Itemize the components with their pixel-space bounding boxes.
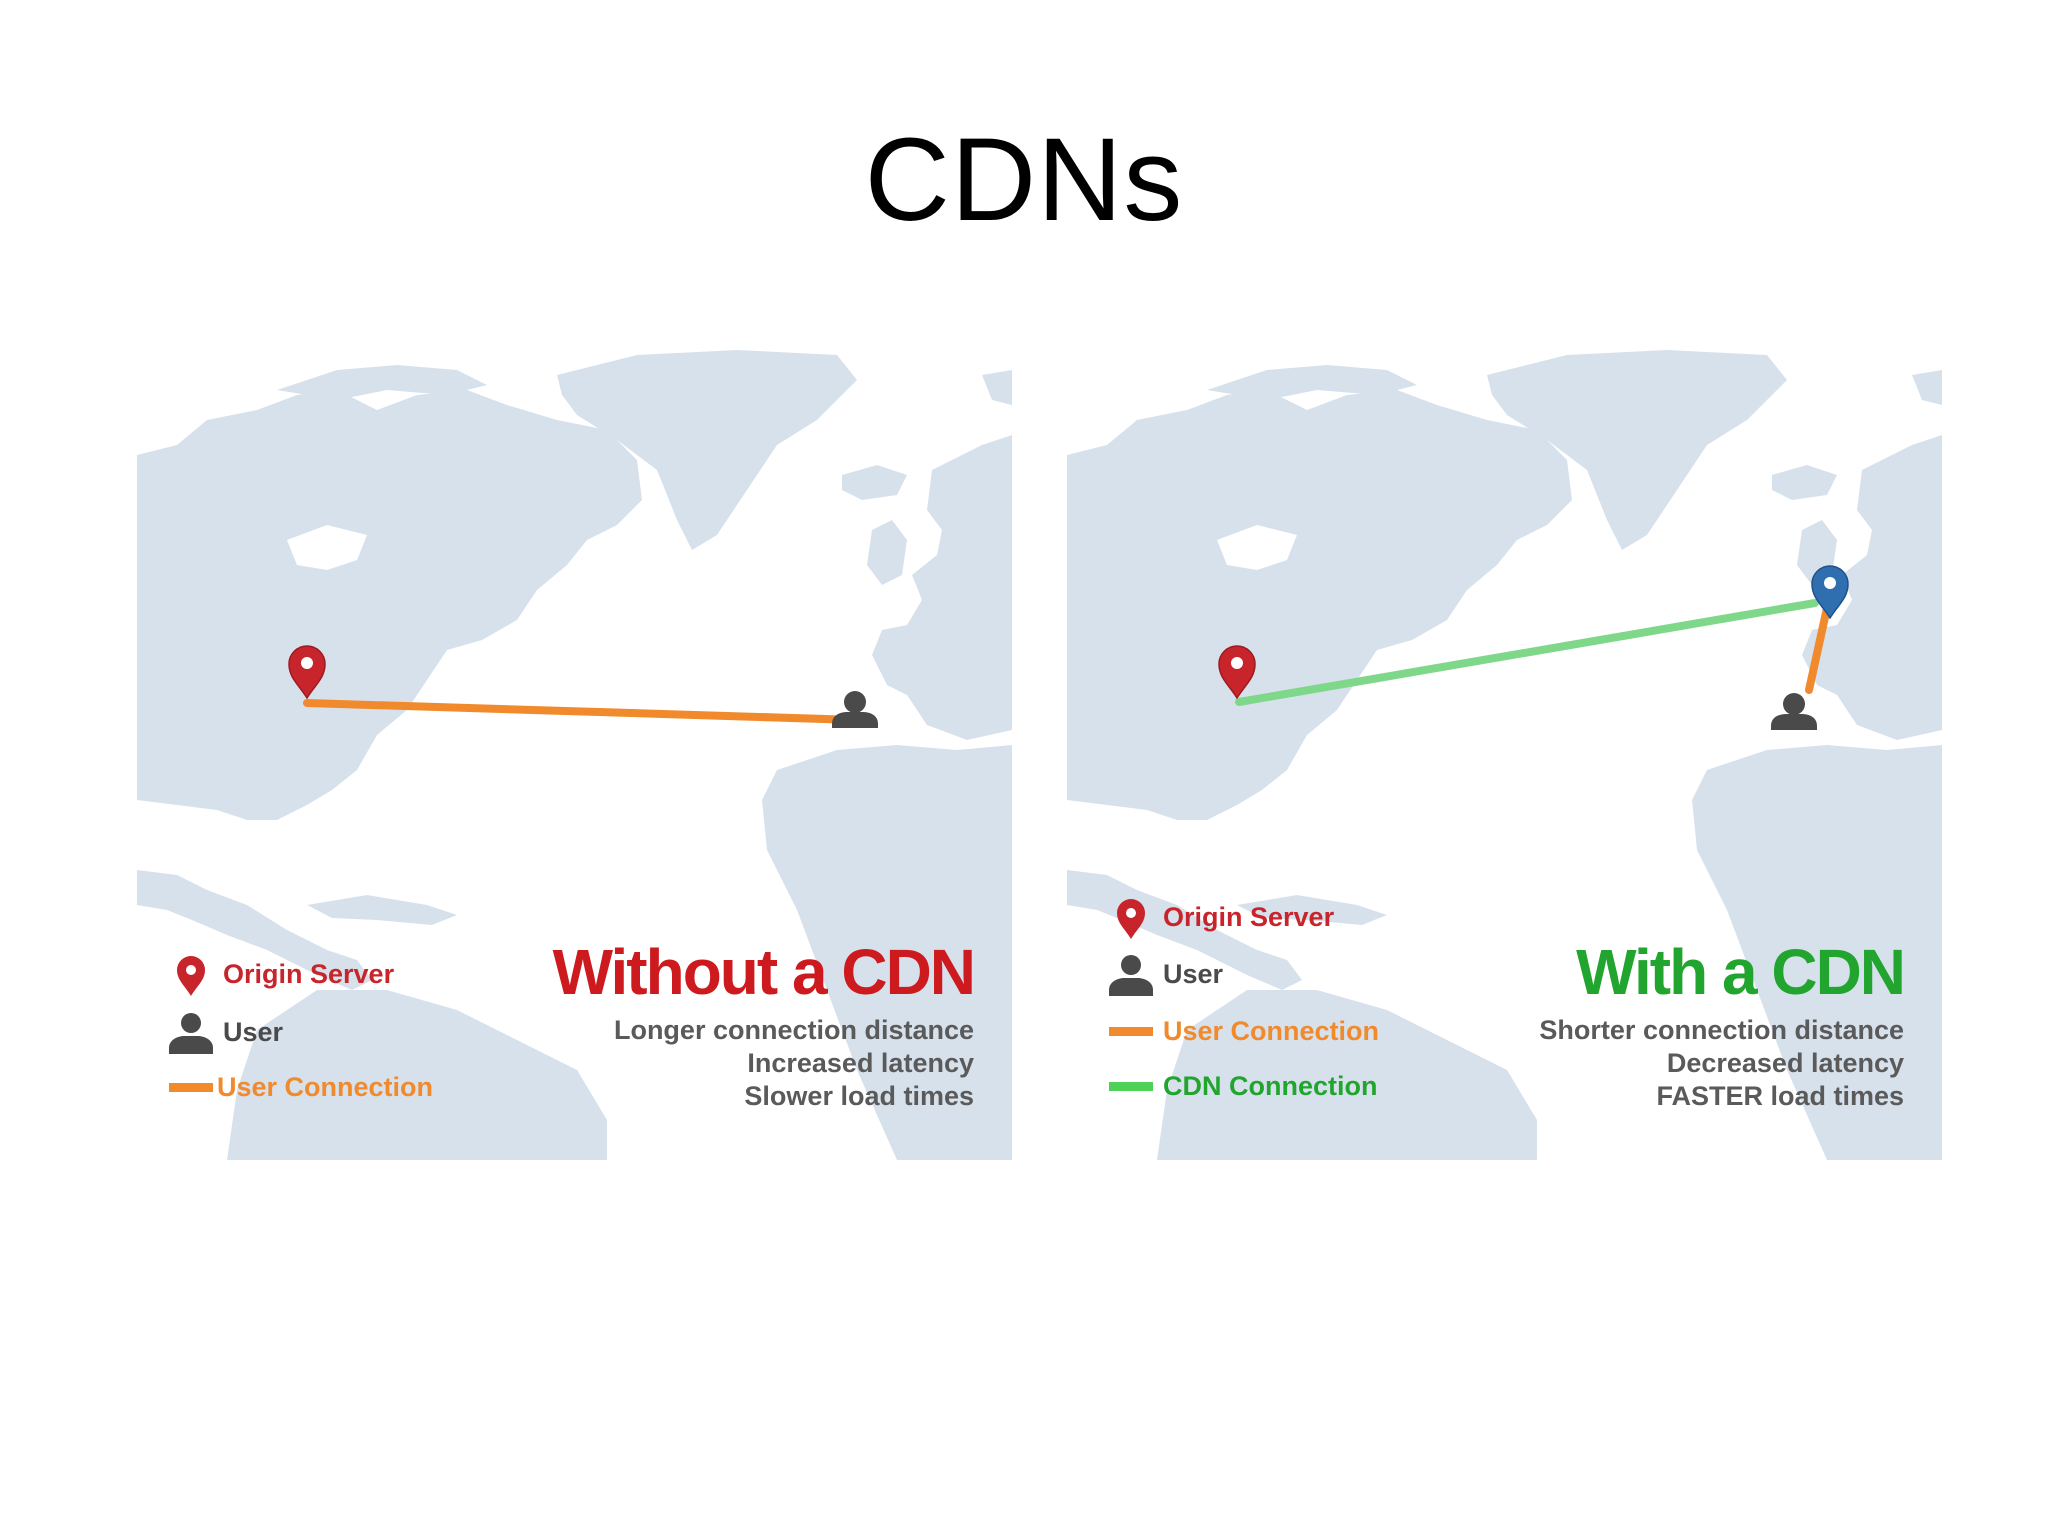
legend-label: Origin Server [223,958,395,989]
orange-line-icon [1109,1027,1153,1036]
slide-title: CDNs [864,114,1184,246]
user-connection-line [1805,604,1831,694]
british-isles [867,520,907,585]
notes-with-cdn: Shorter connection distance Decreased la… [1539,1014,1904,1113]
note-line: FASTER load times [1656,1081,1904,1111]
iceland-landmass [842,465,907,500]
svalbard-island [982,370,1012,405]
legend-item-origin-server: Origin Server [167,950,394,998]
caribbean-islands [1237,895,1387,925]
world-map [137,350,1012,1160]
europe-landmass [872,435,1012,740]
north-america-lakes [1217,525,1297,570]
green-line-icon [1109,1082,1153,1091]
legend-item-user-connection: User Connection [167,1063,433,1111]
legend-label: Origin Server [1163,901,1335,932]
arctic-islands [1207,365,1417,400]
svalbard-island [1912,370,1942,405]
note-line: Longer connection distance [613,1015,974,1045]
legend-item-user: User [167,1008,283,1056]
origin-server-pin-icon [288,645,326,700]
europe-landmass [1802,435,1942,740]
cdn-connection-line [1235,599,1819,706]
africa-landmass [1692,745,1942,1160]
notes-without-cdn: Longer connection distance Increased lat… [614,1014,974,1113]
legend-label: User Connection [1163,1015,1380,1046]
legend-label: User [1163,958,1224,989]
legend-label: User Connection [217,1071,434,1102]
user-connection-line [303,699,861,724]
note-line: Increased latency [747,1048,974,1078]
greenland-landmass [557,350,857,550]
note-line: Decreased latency [1666,1048,1904,1078]
south-america-landmass [1157,990,1537,1160]
legend-item-origin-server: Origin Server [1107,893,1334,941]
greenland-landmass [1487,350,1787,550]
note-line: Slower load times [744,1081,974,1111]
africa-landmass [762,745,1012,1160]
headline-without-cdn: Without a CDN [552,936,976,1008]
world-map [1067,350,1942,1160]
north-america-landmass [1067,390,1572,820]
legend-item-user-connection: User Connection [1107,1007,1379,1055]
cdn-edge-server-pin-icon [1811,565,1849,620]
south-america-landmass [227,990,607,1160]
user-location-icon [832,691,878,728]
user-location-icon [1771,693,1817,730]
origin-server-pin-icon [1218,645,1256,700]
origin-pin-icon [177,956,205,996]
map-panel-without-cdn: Origin Server User User Connection Witho… [137,350,1012,1160]
headline-with-cdn: With a CDN [1576,936,1906,1008]
legend-item-user: User [1107,950,1223,998]
legend-item-cdn-connection: CDN Connection [1107,1062,1377,1110]
legend-label: User [223,1016,284,1047]
user-icon [169,1013,213,1054]
caribbean-islands [307,895,457,925]
user-icon [1109,955,1153,996]
north-america-landmass [137,390,642,820]
arctic-islands [277,365,487,400]
map-panel-with-cdn: Origin Server User User Connection CDN C… [1067,350,1942,1160]
orange-line-icon [169,1083,213,1092]
central-america-landmass [137,870,372,990]
iceland-landmass [1772,465,1837,500]
note-line: Shorter connection distance [1539,1015,1904,1045]
origin-pin-icon [1117,899,1145,939]
north-america-lakes [287,525,367,570]
central-america-landmass [1067,870,1302,990]
legend-label: CDN Connection [1163,1070,1378,1101]
